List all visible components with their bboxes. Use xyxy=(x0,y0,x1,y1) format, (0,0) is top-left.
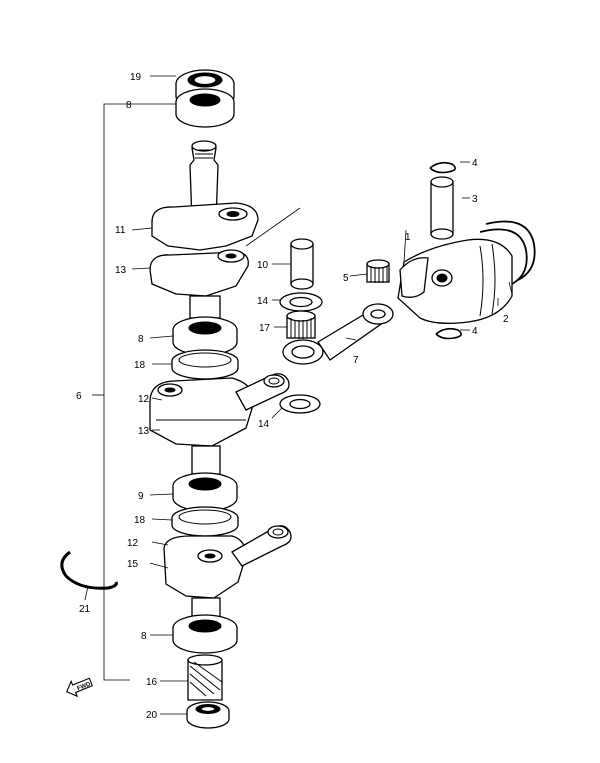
crank-pin-10 xyxy=(290,238,314,290)
forward-arrow-icon: FWD xyxy=(66,677,94,698)
callout-20: 20 xyxy=(146,710,158,721)
callout-18-upper: 18 xyxy=(134,360,146,371)
callout-7: 7 xyxy=(353,355,359,366)
callout-10: 10 xyxy=(257,260,269,271)
callout-13-upper: 13 xyxy=(115,265,127,276)
callout-16: 16 xyxy=(146,677,158,688)
needle-bearing-5 xyxy=(366,259,390,283)
callout-15: 15 xyxy=(127,559,139,570)
callout-21: 21 xyxy=(79,604,91,615)
callout-4-upper: 4 xyxy=(472,158,478,169)
crank-web-12-15-lower xyxy=(163,525,292,619)
callout-1: 1 xyxy=(405,232,411,243)
leader-lines xyxy=(84,75,513,715)
callout-3: 3 xyxy=(472,194,478,205)
callout-14-upper: 14 xyxy=(257,296,269,307)
circlip-4-upper xyxy=(429,161,456,174)
bearing-8-middle xyxy=(172,316,238,356)
crank-web-13-upper xyxy=(149,249,249,319)
bearing-8-lower xyxy=(172,614,238,654)
seal-ring-18-lower xyxy=(171,506,239,537)
thrust-washer-14-upper xyxy=(279,292,323,312)
fwd-label: FWD xyxy=(77,681,93,692)
thrust-washer-14-lower xyxy=(279,394,321,414)
callout-12-middle: 12 xyxy=(138,394,150,405)
callout-9: 9 xyxy=(138,491,144,502)
callout-18-lower: 18 xyxy=(134,515,146,526)
circlip-4-lower xyxy=(435,327,462,340)
piston-1 xyxy=(397,238,513,324)
callout-19: 19 xyxy=(130,72,142,83)
drive-gear-16 xyxy=(187,654,223,701)
bearing-8-top xyxy=(175,88,235,128)
needle-bearing-17 xyxy=(286,310,316,339)
bearing-9 xyxy=(172,472,238,512)
callout-8-middle: 8 xyxy=(138,334,144,345)
callout-13-middle: 13 xyxy=(138,426,150,437)
callout-6: 6 xyxy=(76,391,82,402)
callout-labels: 19 8 11 13 10 14 17 5 1 2 3 4 4 7 8 18 6… xyxy=(76,72,509,721)
connecting-rod-7 xyxy=(282,303,394,365)
callout-8-top: 8 xyxy=(126,100,132,111)
piston-rings-2 xyxy=(479,220,536,285)
callout-5: 5 xyxy=(343,273,349,284)
piston-pin-3 xyxy=(430,176,454,240)
callout-2: 2 xyxy=(503,314,509,325)
seal-ring-18-upper xyxy=(171,349,239,380)
callout-14-lower: 14 xyxy=(258,419,270,430)
callout-11: 11 xyxy=(115,225,126,236)
crank-web-11 xyxy=(151,202,259,251)
callout-8-lower: 8 xyxy=(141,631,147,642)
callout-4-lower: 4 xyxy=(472,326,478,337)
crank-web-12-13-middle xyxy=(149,373,290,475)
snap-ring-21 xyxy=(60,550,118,590)
oil-seal-20 xyxy=(186,701,230,729)
callout-12-lower: 12 xyxy=(127,538,139,549)
callout-17: 17 xyxy=(259,323,271,334)
